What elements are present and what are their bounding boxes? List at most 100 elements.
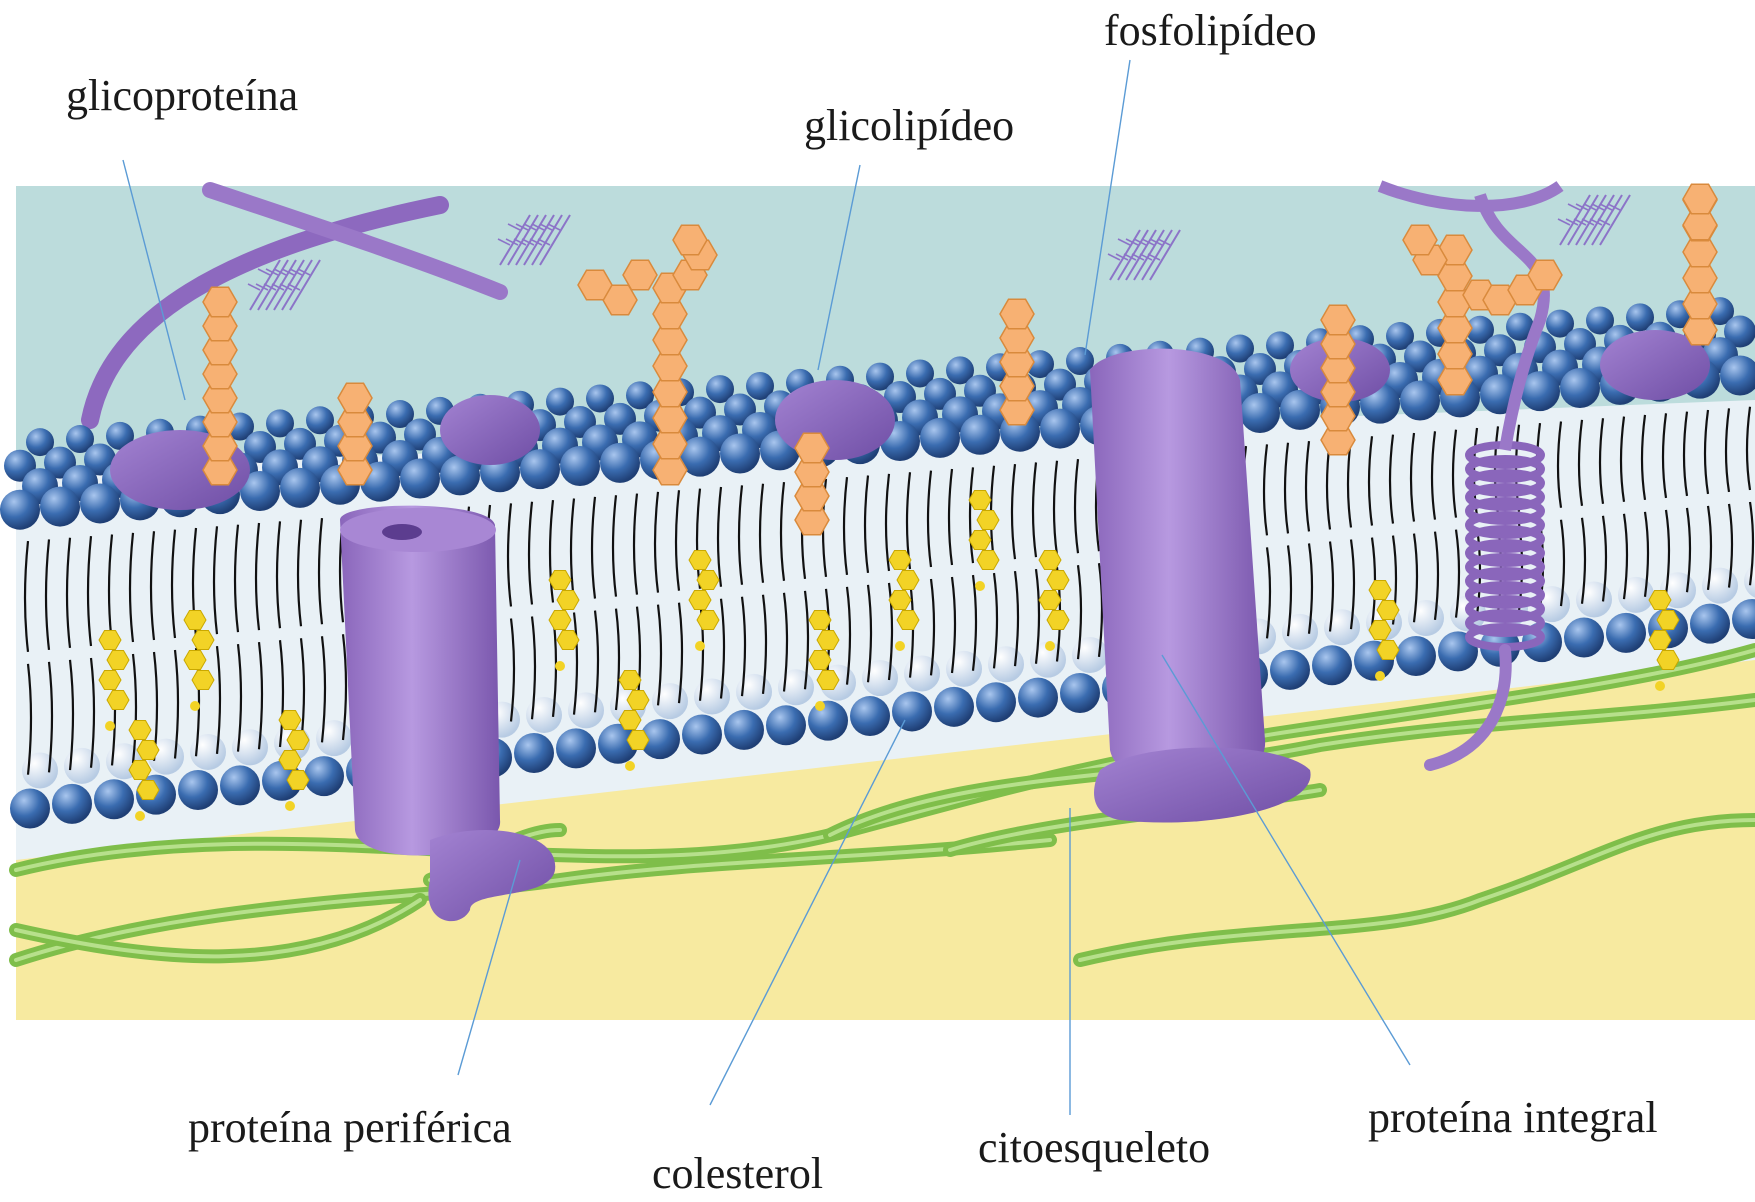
lipid-head-pale — [1408, 600, 1444, 636]
cholesterol-oh — [285, 801, 295, 811]
phospholipid-head — [94, 779, 134, 819]
cholesterol-ring — [99, 631, 121, 650]
phospholipid-head — [682, 715, 722, 755]
cholesterol-ring — [897, 611, 919, 630]
sugar-unit — [1683, 289, 1717, 318]
phospholipid-head — [280, 468, 320, 508]
lipid-head-pale — [1618, 577, 1654, 613]
cholesterol-ring — [619, 711, 641, 730]
phospholipid-head — [960, 415, 1000, 455]
label-citoesqueleto: citoesqueleto — [978, 1122, 1210, 1173]
cholesterol-oh — [695, 641, 705, 651]
sugar-unit — [653, 455, 687, 484]
cholesterol-ring — [557, 591, 579, 610]
sugar-unit — [578, 270, 612, 299]
sugar-unit — [1321, 305, 1355, 334]
sugar-unit — [1683, 263, 1717, 292]
sugar-unit — [653, 325, 687, 354]
sugar-unit — [795, 433, 829, 462]
sugar-unit — [1683, 210, 1717, 239]
phospholipid-head — [892, 691, 932, 731]
cholesterol-ring — [889, 591, 911, 610]
phospholipid-head — [1040, 409, 1080, 449]
cholesterol-ring — [889, 551, 911, 570]
cholesterol-ring — [697, 571, 719, 590]
cholesterol-oh — [975, 581, 985, 591]
lipid-head-pale — [1576, 582, 1612, 618]
channel-protein — [340, 506, 500, 856]
cholesterol-oh — [555, 661, 565, 671]
cholesterol-ring — [192, 631, 214, 650]
cholesterol-oh — [625, 761, 635, 771]
phospholipid-head — [920, 418, 960, 458]
phospholipid-head — [178, 770, 218, 810]
sugar-unit — [1438, 313, 1472, 342]
phospholipid-head — [560, 446, 600, 486]
cholesterol-ring — [1649, 591, 1671, 610]
cholesterol-ring — [549, 571, 571, 590]
cholesterol-ring — [1657, 611, 1679, 630]
sugar-unit — [1403, 225, 1437, 254]
phospholipid-head — [1396, 636, 1436, 676]
phospholipid-head — [514, 733, 554, 773]
phospholipid-head — [52, 784, 92, 824]
label-proteina-integral: proteína integral — [1368, 1092, 1658, 1143]
phospholipid-head — [1564, 618, 1604, 658]
sugar-unit — [203, 287, 237, 316]
phospholipid-head — [1018, 678, 1058, 718]
cholesterol-oh — [895, 641, 905, 651]
cholesterol-ring — [137, 781, 159, 800]
cholesterol-ring — [279, 711, 301, 730]
cholesterol-ring — [969, 531, 991, 550]
phospholipid-head — [400, 458, 440, 498]
phospholipid-head — [40, 487, 80, 527]
sugar-unit — [623, 260, 657, 289]
phospholipid-head — [1312, 645, 1352, 685]
cholesterol-ring — [1377, 601, 1399, 620]
cholesterol-ring — [1649, 631, 1671, 650]
cholesterol-ring — [689, 551, 711, 570]
cholesterol-ring — [627, 731, 649, 750]
cholesterol-ring — [549, 611, 571, 630]
cholesterol-ring — [287, 731, 309, 750]
phospholipid-head — [556, 728, 596, 768]
glycoprotein-hump — [775, 380, 895, 460]
sugar-unit — [653, 299, 687, 328]
cholesterol-ring — [1377, 641, 1399, 660]
phospholipid-head — [80, 483, 120, 523]
phospholipid-head — [10, 788, 50, 828]
phospholipid-head — [1560, 368, 1600, 408]
cholesterol-ring — [689, 591, 711, 610]
lipid-head-pale — [1702, 568, 1738, 604]
cholesterol-oh — [1655, 681, 1665, 691]
glycoprotein-hump — [440, 395, 540, 465]
cholesterol-ring — [1657, 651, 1679, 670]
cholesterol-ring — [137, 741, 159, 760]
cholesterol-ring — [184, 611, 206, 630]
phospholipid-head — [934, 687, 974, 727]
phospholipid-head — [720, 434, 760, 474]
sugar-unit — [653, 403, 687, 432]
cholesterol-ring — [1039, 591, 1061, 610]
phospholipid-head — [304, 756, 344, 796]
phospholipid-head — [220, 765, 260, 805]
cholesterol-oh — [135, 811, 145, 821]
label-fosfolipideo: fosfolipídeo — [1104, 5, 1317, 56]
phospholipid-head — [766, 705, 806, 745]
phospholipid-head — [1240, 393, 1280, 433]
label-colesterol: colesterol — [652, 1148, 823, 1199]
cholesterol-oh — [1045, 641, 1055, 651]
phospholipid-head — [808, 701, 848, 741]
sugar-unit — [1683, 315, 1717, 344]
cholesterol-ring — [184, 651, 206, 670]
sugar-unit — [1683, 237, 1717, 266]
cholesterol-ring — [107, 651, 129, 670]
sugar-unit — [653, 351, 687, 380]
phospholipid-head — [850, 696, 890, 736]
sugar-unit — [338, 383, 372, 412]
label-glicolipideo: glicolipídeo — [804, 100, 1014, 151]
cholesterol-ring — [809, 611, 831, 630]
cholesterol-ring — [107, 691, 129, 710]
